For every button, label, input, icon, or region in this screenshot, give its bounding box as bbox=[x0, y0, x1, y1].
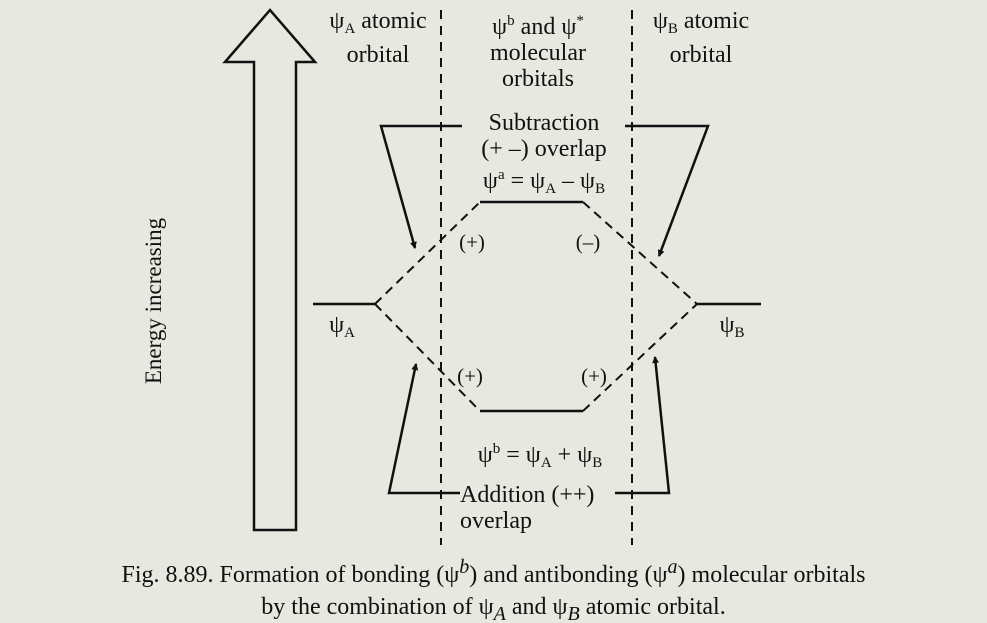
psi-a-header-line1: atomic bbox=[361, 8, 427, 34]
eq-psi-a-minus: – ψ bbox=[556, 168, 596, 194]
eq-psi-b-plus: + ψ bbox=[551, 442, 593, 468]
eq-psi-a-lhs: ψ bbox=[482, 168, 498, 194]
antibonding-equation: ψa = ψA – ψB bbox=[482, 167, 606, 197]
caption-sub-B: B bbox=[567, 602, 580, 623]
caption-line2-part-b: and bbox=[505, 594, 553, 620]
caption-line2-part-a: by the combination of bbox=[261, 594, 479, 620]
psi-star-superscript: * bbox=[576, 13, 584, 29]
psi-b-col-symbol: ψ bbox=[652, 8, 668, 34]
caption-psi-b: ψ bbox=[444, 562, 460, 588]
caption-psi-a: ψ bbox=[652, 562, 668, 588]
level-psi-a-sub: A bbox=[344, 325, 355, 341]
addition-line1: Addition (++) bbox=[460, 482, 595, 508]
addition-arrows bbox=[387, 356, 671, 495]
caption-psi-B: ψ bbox=[552, 594, 568, 620]
column-header-psi-b: ψB atomic orbital bbox=[640, 8, 762, 68]
caption-sub-A: A bbox=[493, 602, 506, 623]
psi-b-header-line2: orbital bbox=[669, 42, 733, 68]
level-label-psi-b: ψB bbox=[712, 312, 752, 346]
caption-line1-part-c: ) molecular orbitals bbox=[677, 562, 866, 588]
addition-label: Addition (++) overlap bbox=[460, 482, 616, 534]
psi-b-col-subscript: B bbox=[667, 21, 678, 37]
psi-a-header-line2: orbital bbox=[346, 42, 410, 68]
eq-psi-a-sup: a bbox=[497, 167, 505, 183]
caption-psi-A: ψ bbox=[478, 594, 494, 620]
caption-line2-part-c: atomic orbital. bbox=[579, 594, 726, 620]
molecular-header-line2: molecular bbox=[490, 40, 586, 66]
figure-caption: Fig. 8.89. Formation of bonding (ψb) and… bbox=[0, 551, 987, 623]
subtraction-line2: (+ –) overlap bbox=[481, 136, 607, 162]
column-header-molecular: ψb and ψ* molecular orbitals bbox=[448, 8, 628, 92]
level-psi-b-sub: B bbox=[734, 325, 745, 341]
sign-lower-right: (+) bbox=[581, 364, 607, 388]
correlation-lines bbox=[374, 201, 698, 412]
subtraction-line1: Subtraction bbox=[488, 110, 600, 136]
eq-psi-a-sub-b: B bbox=[595, 181, 606, 197]
psi-b-symbol: ψ bbox=[492, 14, 508, 40]
level-label-psi-a: ψA bbox=[322, 312, 362, 346]
energy-arrow-shape bbox=[222, 8, 318, 532]
caption-line1: Fig. 8.89. Formation of bonding (ψb) and… bbox=[0, 551, 987, 591]
eq-psi-b-sub-a: A bbox=[540, 455, 552, 471]
caption-line1-part-b: ) and antibonding ( bbox=[469, 562, 653, 588]
molecular-header-line3: orbitals bbox=[502, 66, 574, 92]
psi-star-symbol: ψ bbox=[561, 14, 577, 40]
eq-psi-a-rhs: = ψ bbox=[510, 168, 546, 194]
subtraction-label: Subtraction (+ –) overlap ψa = ψA – ψB bbox=[462, 110, 626, 202]
sign-lower-left: (+) bbox=[457, 364, 483, 388]
eq-psi-b-sub-b: B bbox=[592, 455, 603, 471]
energy-label: Energy increasing bbox=[141, 217, 166, 385]
eq-psi-b-lhs: ψ bbox=[477, 442, 493, 468]
eq-psi-a-sub-a: A bbox=[545, 181, 557, 197]
level-psi-b-symbol: ψ bbox=[719, 312, 735, 338]
psi-a-symbol: ψ bbox=[329, 8, 345, 34]
level-psi-a-symbol: ψ bbox=[329, 312, 345, 338]
psi-b-header-line1: atomic bbox=[683, 8, 750, 34]
sign-upper-left: (+) bbox=[459, 230, 485, 254]
eq-psi-b-sup: b bbox=[492, 441, 501, 457]
caption-line2: by the combination of ψA and ψB atomic o… bbox=[0, 591, 987, 623]
molecular-header-and: and bbox=[520, 14, 556, 40]
subtraction-arrows bbox=[379, 124, 710, 257]
bonding-equation: ψb = ψA + ψB bbox=[460, 436, 620, 476]
addition-line2: overlap bbox=[460, 508, 532, 534]
caption-sup-b: b bbox=[459, 556, 470, 578]
column-header-psi-a: ψA atomic orbital bbox=[318, 8, 438, 68]
caption-sup-a: a bbox=[667, 556, 678, 578]
eq-psi-b-rhs: = ψ bbox=[506, 442, 541, 468]
caption-line1-part-a: Fig. 8.89. Formation of bonding ( bbox=[121, 562, 445, 588]
psi-b-superscript: b bbox=[507, 13, 515, 29]
sign-upper-right: (–) bbox=[575, 230, 601, 254]
psi-a-subscript: A bbox=[344, 21, 356, 37]
